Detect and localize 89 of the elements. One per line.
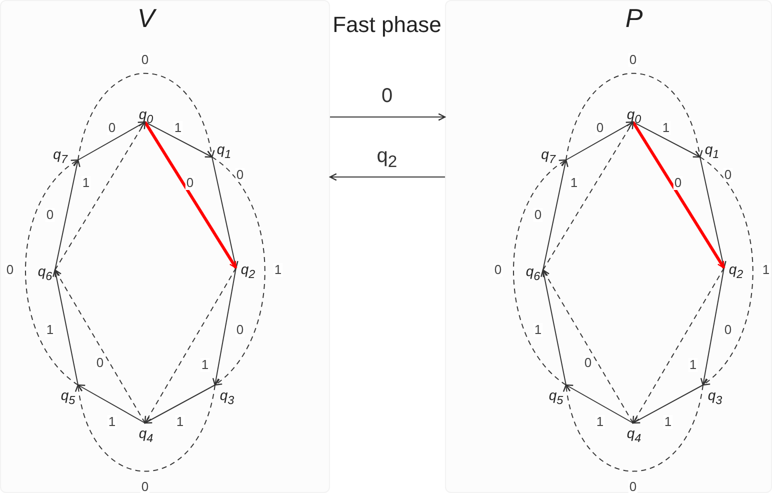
arrow (78, 121, 146, 160)
state-label: q$_{3}$ (704, 386, 726, 404)
edge-label: 0 (381, 85, 393, 108)
arrow (330, 113, 446, 121)
state-label: q$_{2}$ (725, 260, 747, 278)
state-label: q$_{0}$ (135, 105, 157, 123)
edge-label: 1 (107, 415, 117, 429)
arrow (632, 384, 704, 424)
arrow (144, 122, 213, 158)
state-label: q$_{2}$ (237, 260, 259, 278)
state-label: q$_{3}$ (216, 386, 238, 404)
edge-label: 1 (595, 415, 605, 429)
arrow (542, 269, 634, 424)
arrow (25, 159, 79, 386)
arrow (212, 156, 238, 269)
arrow (77, 384, 146, 424)
arrow (632, 122, 701, 158)
arrow (52, 269, 78, 386)
edge-label: 1 (81, 176, 91, 190)
graph-panel (445, 0, 772, 493)
arrow (700, 156, 726, 269)
arrow (513, 159, 567, 386)
arrow (329, 173, 446, 181)
edge-label: 0 (5, 263, 15, 277)
edge-label: 0 (185, 176, 195, 190)
arrow (542, 159, 568, 270)
edge-label: q$_{2}$ (376, 145, 398, 172)
arrow (212, 268, 236, 386)
edge-label: 0 (673, 176, 683, 190)
state-label: q$_{5}$ (545, 386, 567, 404)
state-label: q$_{1}$ (701, 140, 723, 158)
arrow (632, 268, 724, 424)
graph-title: P (625, 3, 643, 34)
edge-label: 0 (45, 208, 55, 222)
diagram-title: Fast phase (332, 12, 442, 38)
edge-label: 0 (628, 480, 638, 493)
edge-label: 0 (628, 53, 638, 67)
edge-label: 0 (107, 121, 117, 135)
graph-panel (0, 0, 330, 493)
edge-label: 0 (140, 480, 150, 493)
edge-label: 1 (661, 121, 671, 135)
edge-label: 0 (95, 356, 105, 370)
edge-label: 1 (200, 358, 210, 372)
edge-label: 0 (723, 168, 733, 182)
state-label: q$_{4}$ (623, 424, 645, 442)
edge-label: 1 (173, 121, 183, 135)
arrow (212, 156, 266, 386)
arrow (144, 121, 238, 269)
state-label: q$_{7}$ (537, 144, 560, 163)
edge-label: 0 (583, 356, 593, 370)
graph-title: V (137, 3, 155, 34)
state-label: q$_{4}$ (135, 424, 157, 442)
edge-label: 0 (595, 121, 605, 135)
state-label: q$_{0}$ (623, 105, 645, 123)
edge-label: 1 (761, 263, 771, 277)
arrow (54, 269, 146, 424)
edge-label: 0 (723, 323, 733, 337)
arrow (144, 268, 236, 424)
edge-label: 1 (273, 263, 283, 277)
arrow (700, 268, 724, 386)
arrow (75, 384, 216, 472)
state-label: q$_{6}$ (522, 262, 544, 280)
arrow (566, 72, 702, 160)
edge-label: 1 (663, 415, 673, 429)
edge-label: 1 (533, 323, 543, 337)
arrow (54, 121, 146, 270)
arrow (700, 156, 754, 386)
state-label: q$_{1}$ (213, 140, 235, 158)
arrow (78, 72, 214, 160)
edge-label: 1 (45, 323, 55, 337)
edge-label: 1 (569, 176, 579, 190)
edge-label: 0 (235, 168, 245, 182)
arrow (563, 384, 704, 472)
edge-label: 0 (533, 208, 543, 222)
arrow (565, 384, 634, 424)
state-label: q$_{6}$ (34, 262, 56, 280)
edge-label: 1 (688, 358, 698, 372)
edge-label: 0 (140, 53, 150, 67)
arrow (54, 159, 80, 270)
edge-label: 1 (175, 415, 185, 429)
edge-label: 0 (493, 263, 503, 277)
state-label: q$_{5}$ (57, 386, 79, 404)
arrow (540, 269, 566, 386)
edge-label: 0 (235, 323, 245, 337)
state-label: q$_{7}$ (49, 144, 72, 163)
arrow (632, 121, 726, 269)
arrow (566, 121, 634, 160)
arrow (542, 121, 634, 270)
arrow (144, 384, 216, 424)
